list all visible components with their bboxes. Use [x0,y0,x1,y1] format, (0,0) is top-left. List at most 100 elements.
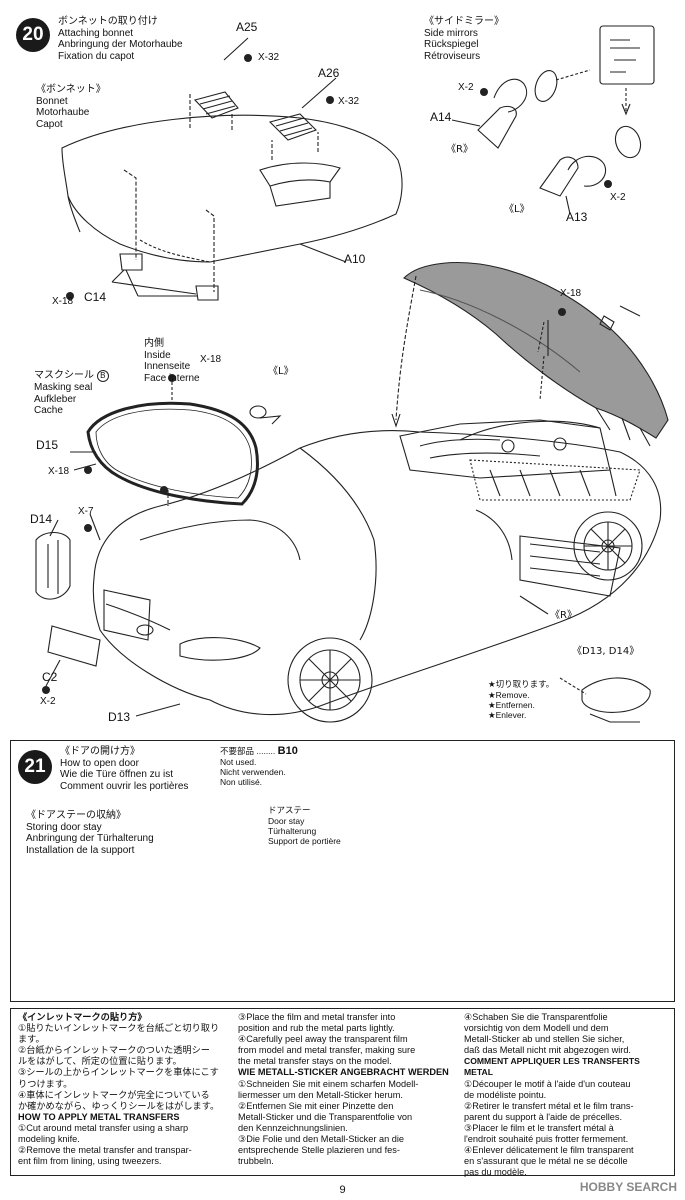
screw-label-x2r: X-2 [458,82,474,93]
instr-en-line: the metal transfer stays on the model. [238,1056,392,1067]
vent-part-a25 [193,91,239,119]
instr-de-line: vorsichtig von dem Modell und dem [464,1023,609,1034]
inside-jp: 内側 [144,338,164,349]
instr-de-line: ④Schaben Sie die Transparentfolie [464,1012,608,1022]
screw-label-x18d: X-18 [48,466,70,477]
instr-de-line: ②Entfernen Sie mit einer Pinzette den [238,1100,394,1111]
mirror-a13 [539,156,579,197]
title-fr: Fixation du capot [58,50,135,62]
instr-fr-line: de modéliste pointu. [464,1089,547,1100]
instr-fr-line: pas du modèle. [464,1167,527,1178]
mirrors-fr: Rétroviseurs [424,50,481,62]
screw-label-x18b: X-18 [560,288,582,299]
bonnet-en: Bonnet [36,95,68,107]
title21-fr: Comment ouvrir les portières [60,780,189,792]
instr-fr-line: en s'assurant que le métal ne se décolle [464,1156,628,1167]
instr-jp-line: りつけます。 [18,1078,73,1090]
storing-fr: Installation de la support [26,844,135,856]
door-stay-de: Türhalterung [268,826,317,836]
step-20-number: 20 [16,18,50,52]
r-mark-step20: 《R》 [550,610,577,621]
step-21-panel [10,740,675,1002]
screw-label-x7: X-7 [78,506,94,517]
instr-jp-line: ③シールの上からインレットマークを車体にこす [18,1067,219,1079]
instr-en-line: position and rub the metal parts lightly… [238,1023,395,1034]
door-stay-fr: Support de portière [268,836,341,846]
instr-fr-line: l'endroit souhaité puis frotter fermemen… [464,1134,629,1145]
masking-ref-badge: B [96,370,109,382]
not-used-line: 不要部品 ........ B10 [220,745,298,758]
r-mark-mirror: 《R》 [446,144,473,155]
instructions-col-1: 《インレットマークの貼り方》 ①貼りたいインレットマークを台紙ごと切り取り ます… [18,1012,230,1167]
mirrors-jp: 《サイドミラー》 [424,16,504,27]
instructions-col-2: ③Place the film and metal transfer into … [238,1012,452,1167]
instr-en-line: ①Cut around metal transfer using a sharp [18,1122,189,1133]
instr-en-line: ②Remove the metal transfer and transpar- [18,1145,192,1156]
instr-jp-title: 《インレットマークの貼り方》 [18,1012,147,1023]
instr-de-line: daß das Metall nicht mit abgezogen wird. [464,1045,631,1056]
remove-de: ★Entfernen. [488,700,535,710]
door-stay-jp: ドアステー [268,806,311,816]
instr-fr-line: ③Placer le film et le transfert métal à [464,1122,614,1133]
title-jp: ボンネットの取り付け [58,16,158,27]
lens-detail [581,677,651,713]
step-21-number: 21 [18,750,52,784]
light-d14 [35,531,71,600]
screw-label-x2l: X-2 [610,192,626,203]
storing-en: Storing door stay [26,821,102,833]
part-label-a10: A10 [344,252,366,266]
screw-label-x32a: X-32 [258,52,280,63]
step-21-title: 《ドアの開け方》 How to open door Wie die Türe ö… [60,746,188,792]
not-used-de: Nicht verwenden. [220,767,286,777]
headlight-d13 [179,637,261,661]
part-label-c14: C14 [84,290,107,304]
windshield-d15 [86,401,259,506]
part-label-a14: A14 [430,110,452,124]
l-mark-step20: 《L》 [268,366,294,377]
instr-de-line: ③Die Folie und den Metall-Sticker an die [238,1134,405,1145]
watermark: HOBBY SEARCH [579,1180,677,1194]
instr-fr-line: ④Enlever délicatement le film transparen… [464,1145,634,1156]
instr-jp-line: ①貼りたいインレットマークを台紙ごと切り取り [18,1023,220,1035]
not-used-en: Not used. [220,757,257,767]
instr-de-line: den Kennzeichnungslinien. [238,1122,348,1133]
door-stay-en: Door stay [268,816,305,826]
instr-de-line: Metall-Sticker und die Transparentfolie … [238,1111,413,1122]
inside-fr: Face interne [144,372,200,384]
instructions-col-3: ④Schaben Sie die Transparentfolie vorsic… [464,1012,670,1178]
d13-d14-label: 《D13, D14》 [572,646,640,657]
part-label-c2: C2 [42,670,58,684]
remove-fr: ★Enlever. [488,710,527,720]
remove-label: ★切り取ります。 ★Remove. ★Entfernen. ★Enlever. [488,680,554,720]
bonnet-de: Motorhaube [36,107,90,118]
instr-jp-line: ②台紙からインレットマークのついた透明シー [18,1045,210,1057]
masking-label: マスクシール B Masking seal Aufkleber Cache [34,370,109,417]
not-used-fr: Non utilisé. [220,777,263,787]
instr-en-line: from model and metal transfer, making su… [238,1045,416,1056]
instr-jp-line: ルをはがして、所定の位置に貼ります。 [18,1056,182,1068]
screw-label-x32b: X-32 [338,96,360,107]
metal-transfer-instructions [10,1008,675,1176]
mirror-l-step20 [259,415,282,425]
instr-en-title: HOW TO APPLY METAL TRANSFERS [18,1111,180,1122]
instr-fr-line: ①Découper le motif à l'aide d'un couteau [464,1078,631,1089]
bonnet-fr: Capot [36,118,63,130]
not-used-label: 不要部品 ........ B10 Not used. Nicht verwen… [220,745,298,788]
screw-label-x18a: X-18 [52,296,74,307]
part-label-a25: A25 [236,20,258,34]
not-used-part: B10 [277,745,298,757]
instr-fr-line: ②Retirer le transfert métal et le film t… [464,1100,634,1111]
l-mark-mirror: 《L》 [504,204,530,215]
instr-de-line: Metall-Sticker ab und stellen Sie sicher… [464,1034,625,1045]
part-label-d13: D13 [108,710,131,724]
screw-label-x18c: X-18 [200,354,222,365]
bonnet-label: 《ボンネット》 Bonnet Motorhaube Capot [36,84,106,130]
screw-label-x2c: X-2 [40,696,56,707]
storing-jp: 《ドアステーの収納》 [26,810,126,821]
door-stay-label: ドアステー Door stay Türhalterung Support de … [268,806,341,846]
title21-jp: 《ドアの開け方》 [60,746,140,757]
page-number: 9 [339,1184,346,1196]
bonnet-jp: 《ボンネット》 [36,84,106,95]
inside-en: Inside [144,349,171,361]
instr-fr-line: parent du support à l'aide de précelles. [464,1111,623,1122]
